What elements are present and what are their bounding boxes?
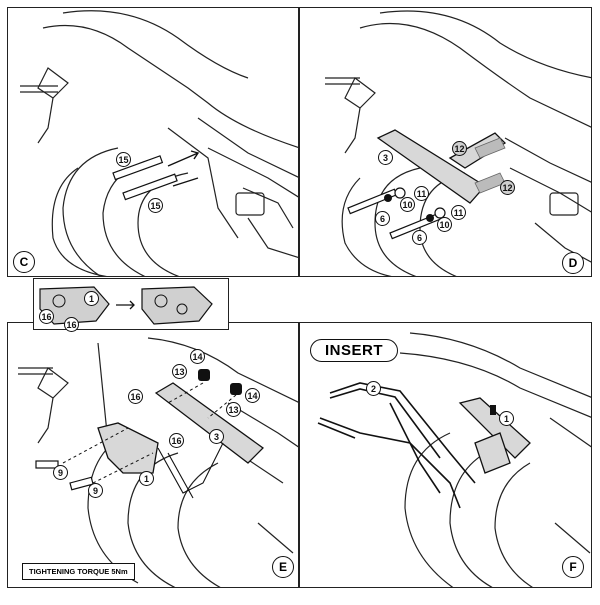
callout-3: 3 [378, 150, 393, 165]
callout-2: 2 [366, 381, 381, 396]
detail-inset: 1 16 16 [33, 278, 229, 332]
callout-11-upper: 11 [414, 186, 429, 201]
callout-6-upper: 6 [375, 211, 390, 226]
insert-label: INSERT [310, 339, 399, 362]
panel-e: 14 14 13 13 16 16 3 1 9 9 TIGHTENING TOR… [7, 322, 299, 588]
inset-callout-16-a: 16 [39, 309, 54, 324]
panel-d-letter: D [562, 252, 584, 274]
panel-f-drawing [317, 332, 591, 587]
panel-c-drawing [20, 10, 298, 276]
panel-c: 15 15 C [7, 7, 299, 277]
panel-e-letter: E [272, 556, 294, 578]
callout-14-lower: 14 [245, 388, 260, 403]
callout-9-upper: 9 [53, 465, 68, 480]
panel-e-drawing [18, 337, 298, 587]
callout-16-upper: 16 [128, 389, 143, 404]
panel-f: INSERT 2 1 F [299, 322, 592, 588]
callout-12-lower: 12 [500, 180, 515, 195]
inset-callout-16-b: 16 [64, 317, 79, 332]
callout-3: 3 [209, 429, 224, 444]
torque-note: TIGHTENING TORQUE 5Nm [22, 563, 135, 580]
inset-callout-1: 1 [84, 291, 99, 306]
callout-15-lower: 15 [148, 198, 163, 213]
callout-14-upper: 14 [190, 349, 205, 364]
callout-13-upper: 13 [172, 364, 187, 379]
callout-1: 1 [499, 411, 514, 426]
callout-13-lower: 13 [226, 402, 241, 417]
callout-10-lower: 10 [437, 217, 452, 232]
panel-d-drawing [325, 10, 591, 276]
callout-10-upper: 10 [400, 197, 415, 212]
callout-11-lower: 11 [451, 205, 466, 220]
callout-1: 1 [139, 471, 154, 486]
panel-c-letter: C [13, 251, 35, 273]
callout-12-upper: 12 [452, 141, 467, 156]
callout-6-lower: 6 [412, 230, 427, 245]
callout-15-upper: 15 [116, 152, 131, 167]
callout-16-lower: 16 [169, 433, 184, 448]
callout-9-lower: 9 [88, 483, 103, 498]
panel-f-letter: F [562, 556, 584, 578]
panel-d: 3 12 12 11 11 10 10 6 6 D [299, 7, 592, 277]
